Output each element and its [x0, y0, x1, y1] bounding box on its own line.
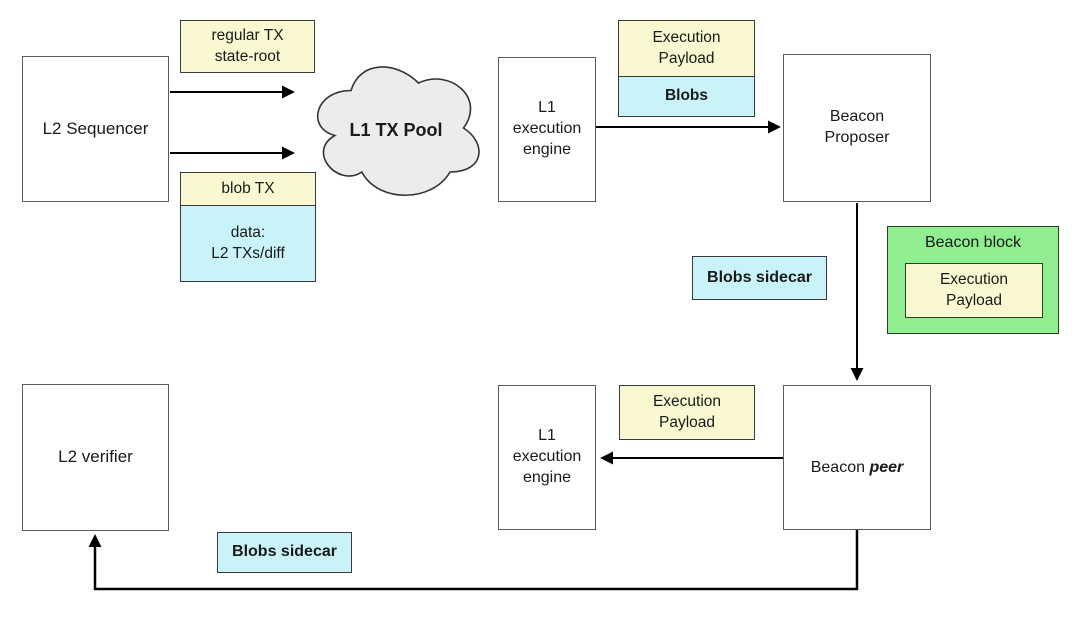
node-beacon-proposer: Beacon Proposer [783, 54, 931, 202]
node-l1-execution-engine-top: L1 execution engine [498, 57, 596, 202]
node-l2-sequencer: L2 Sequencer [22, 56, 169, 202]
label-regular-tx: regular TX state-root [180, 20, 315, 73]
label-blobs-sidecar-bottom: Blobs sidecar [217, 532, 352, 573]
node-l1-execution-engine-bottom: L1 execution engine [498, 385, 596, 530]
beacon-block-execution-payload: Execution Payload [905, 263, 1043, 318]
cloud-label: L1 TX Pool [349, 119, 443, 140]
cloud-shape [317, 66, 480, 197]
blob-tx-body: data: L2 TXs/diff [181, 205, 315, 281]
node-beacon-peer: Beacon peer [783, 385, 931, 530]
label-blobs-sidecar-top: Blobs sidecar [692, 256, 827, 300]
beacon-peer-prefix: Beacon [810, 458, 870, 476]
blob-tx-header: blob TX [181, 173, 315, 205]
node-l1-tx-pool: L1 TX Pool [306, 53, 486, 203]
arrow-peer-to-verifier [88, 530, 859, 591]
blobs-label: Blobs [619, 76, 754, 116]
label-execution-payload-bottom: Execution Payload [619, 385, 755, 440]
label-blob-tx: blob TX data: L2 TXs/diff [180, 172, 316, 282]
beacon-block-title: Beacon block [924, 234, 1022, 251]
label-execution-payload-blobs: Execution Payload Blobs [618, 20, 755, 117]
node-l2-verifier: L2 verifier [22, 384, 169, 531]
node-beacon-block: Beacon block Execution Payload [887, 226, 1059, 334]
beacon-peer-emphasis: peer [869, 458, 904, 476]
execution-payload-header: Execution Payload [619, 21, 754, 76]
